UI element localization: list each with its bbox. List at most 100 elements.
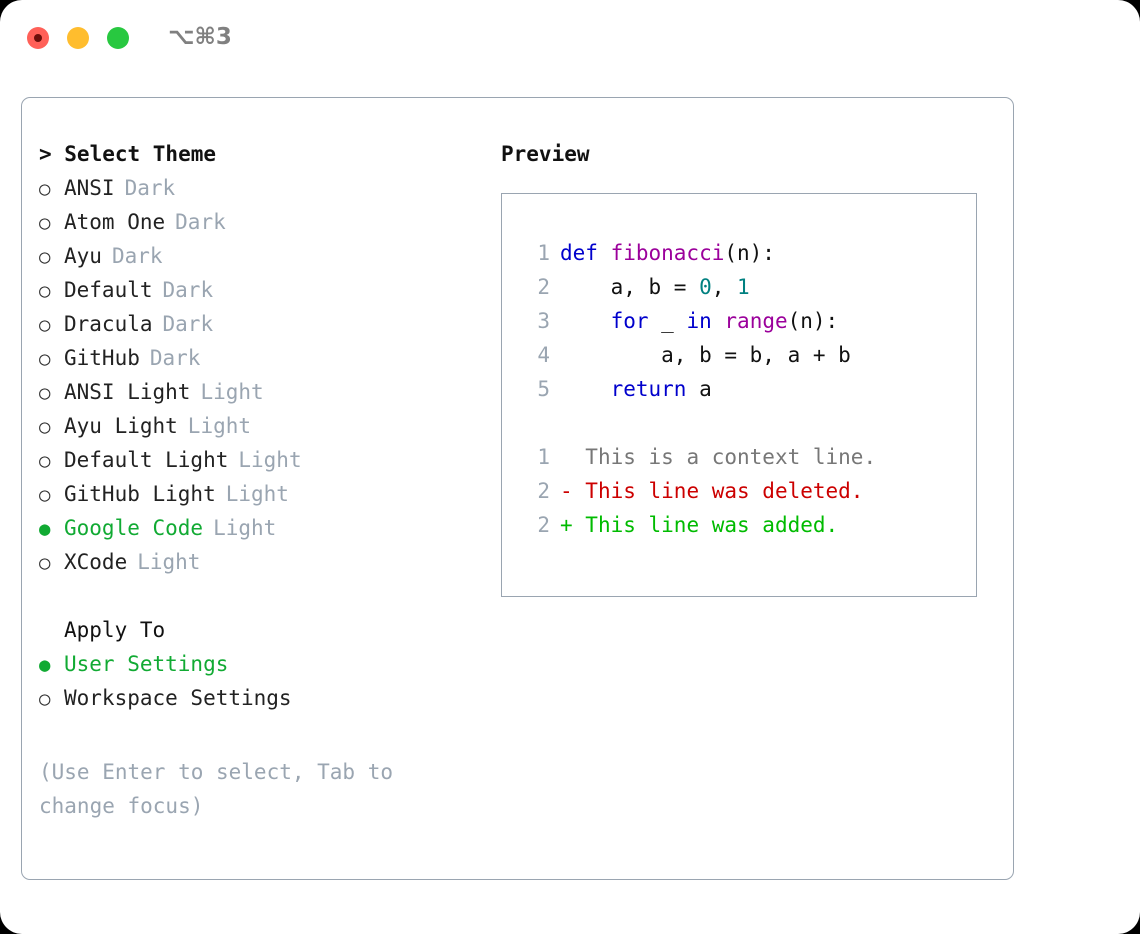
code-line: 5 return a [502, 372, 976, 406]
theme-option-label: Ayu [64, 244, 102, 268]
window-titlebar: ⌥⌘3 [0, 0, 1140, 78]
code-token-plain [560, 309, 611, 333]
code-token-kw: for [610, 309, 649, 333]
diff-line-add: 2 + This line was added. [502, 508, 976, 542]
code-line-text: def fibonacci(n): [560, 236, 775, 270]
code-token-num: 0 [699, 275, 712, 299]
window-shortcut-label: ⌥⌘3 [168, 24, 232, 50]
radio-unselected-icon: ○ [39, 280, 51, 302]
diff-sample: 1 This is a context line. 2- This line wa… [502, 440, 976, 542]
radio-unselected-icon: ○ [39, 212, 51, 234]
code-token-kw: def [560, 241, 611, 265]
line-number: 5 [537, 377, 550, 401]
theme-option-kind: Light [213, 516, 277, 540]
radio-unselected-icon: ○ [39, 178, 51, 200]
theme-option-dracula[interactable]: ○ Dracula Dark [39, 307, 489, 341]
apply-to-option-list: ● User Settings ○ Workspace Settings [39, 647, 489, 715]
apply-to-option-user-settings[interactable]: ● User Settings [39, 647, 489, 681]
theme-option-kind: Light [187, 414, 252, 438]
theme-option-label: ANSI [64, 176, 115, 200]
apply-to-option-workspace-settings[interactable]: ○ Workspace Settings [39, 681, 489, 715]
code-line: 4 a, b = b, a + b [502, 338, 976, 372]
radio-unselected-icon: ○ [39, 246, 51, 268]
theme-option-github[interactable]: ○ GitHub Dark [39, 341, 489, 375]
theme-option-label: GitHub [64, 346, 140, 370]
theme-option-label: Atom One [64, 210, 166, 234]
apply-to-option-label: User Settings [64, 652, 229, 676]
theme-option-kind: Dark [124, 176, 176, 200]
theme-option-atom-one[interactable]: ○ Atom One Dark [39, 205, 489, 239]
window-close-button[interactable] [27, 27, 49, 49]
code-line: 1 def fibonacci(n): [502, 236, 976, 270]
radio-selected-icon: ● [39, 654, 51, 676]
diff-marker [560, 440, 573, 474]
window-maximize-button[interactable] [107, 27, 129, 49]
radio-selected-icon: ● [39, 518, 51, 540]
theme-option-label: Default Light [64, 448, 229, 472]
code-token-plain: a, b = [560, 275, 700, 299]
theme-option-google-code[interactable]: ● Google Code Light [39, 511, 489, 545]
diff-line-text: This is a context line. [572, 445, 877, 469]
line-number: 1 [537, 445, 550, 469]
diff-line-ctx: 1 This is a context line. [502, 440, 976, 474]
theme-option-kind: Light [137, 550, 201, 574]
line-number: 2 [537, 275, 550, 299]
radio-unselected-icon: ○ [39, 688, 51, 710]
theme-option-kind: Dark [111, 244, 163, 268]
code-token-fn: range [724, 309, 788, 333]
apply-to-option-label: Workspace Settings [64, 686, 292, 710]
theme-option-label: Dracula [64, 312, 153, 336]
preview-title: Preview [501, 142, 590, 166]
code-token-plain [560, 377, 611, 401]
code-token-kw: return [610, 377, 687, 401]
diff-marker: + [560, 513, 573, 537]
radio-unselected-icon: ○ [39, 348, 51, 370]
diff-line-text: This line was added. [572, 513, 839, 537]
theme-option-label: GitHub Light [64, 482, 216, 506]
code-line-text: a, b = b, a + b [560, 338, 851, 372]
theme-option-kind: Dark [149, 346, 201, 370]
code-token-punc: (n): [787, 309, 839, 333]
line-number: 2 [537, 513, 550, 537]
diff-marker: - [560, 479, 573, 503]
line-number: 4 [537, 343, 550, 367]
theme-option-kind: Light [200, 380, 264, 404]
line-number: 1 [537, 241, 550, 265]
window-minimize-button[interactable] [67, 27, 89, 49]
code-token-plain [712, 309, 725, 333]
radio-unselected-icon: ○ [39, 552, 51, 574]
theme-option-label: Ayu Light [64, 414, 178, 438]
theme-option-label: Default [64, 278, 153, 302]
code-line-text: a, b = 0, 1 [560, 270, 750, 304]
radio-unselected-icon: ○ [39, 484, 51, 506]
theme-option-default[interactable]: ○ Default Dark [39, 273, 489, 307]
theme-option-kind: Dark [162, 278, 214, 302]
code-token-plain: , [711, 275, 738, 299]
code-line: 3 for _ in range(n): [502, 304, 976, 338]
line-number: 2 [537, 479, 550, 503]
theme-option-label: Google Code [64, 516, 204, 540]
theme-option-ansi[interactable]: ○ ANSI Dark [39, 171, 489, 205]
radio-unselected-icon: ○ [39, 382, 51, 404]
code-line-text: for _ in range(n): [560, 304, 839, 338]
keyboard-hint-text: (Use Enter to select, Tab to change focu… [39, 760, 406, 818]
apply-to-header: Apply To [64, 618, 166, 642]
code-token-kw: in [686, 309, 712, 333]
select-theme-header: > Select Theme [39, 142, 217, 166]
line-number: 3 [537, 309, 550, 333]
theme-option-ayu[interactable]: ○ Ayu Dark [39, 239, 489, 273]
radio-unselected-icon: ○ [39, 314, 51, 336]
theme-option-kind: Dark [175, 210, 226, 234]
code-token-plain: a [686, 377, 712, 401]
theme-option-kind: Dark [162, 312, 214, 336]
